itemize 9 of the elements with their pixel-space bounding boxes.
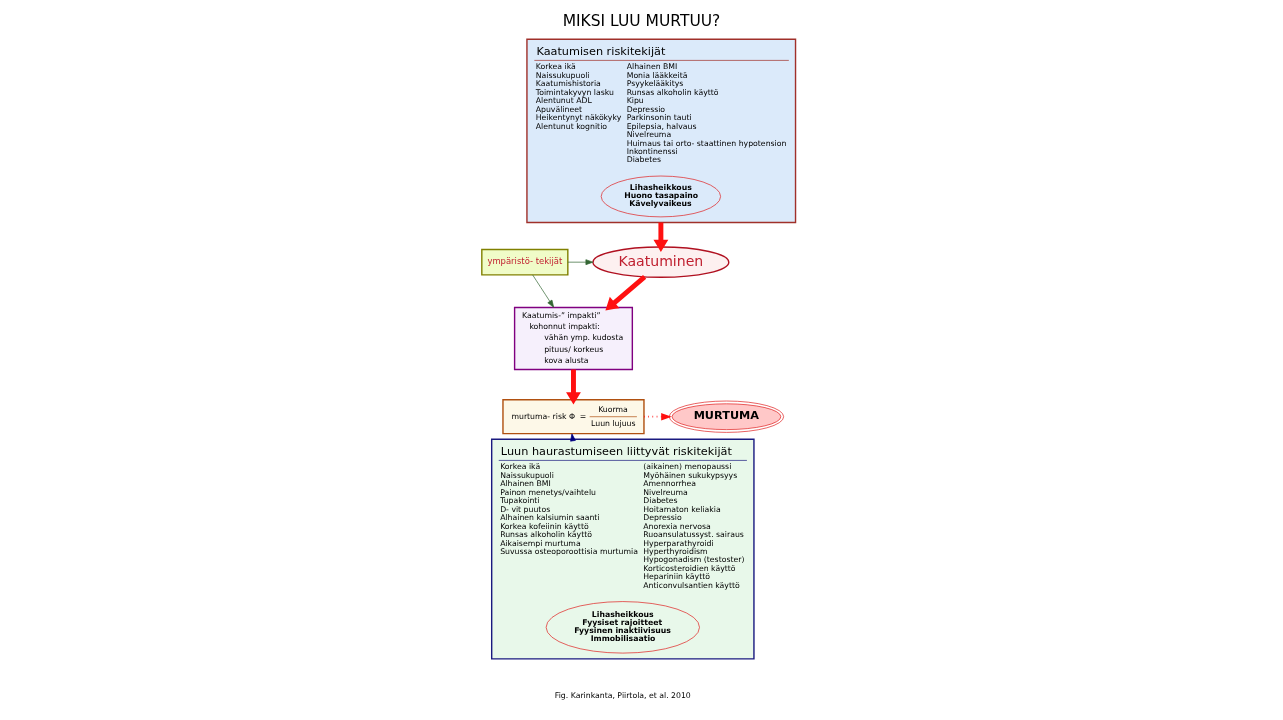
arrow [532,274,555,308]
arrow [567,259,594,265]
node-box: ympäristö- tekijät [481,248,569,276]
arrow [605,274,647,311]
arrow [653,222,669,252]
node-ellipse: Kaatuminen [592,246,730,278]
diagram-title: MIKSI LUU MURTUU? [562,12,721,31]
arrow [643,413,672,421]
arrow [566,369,581,405]
